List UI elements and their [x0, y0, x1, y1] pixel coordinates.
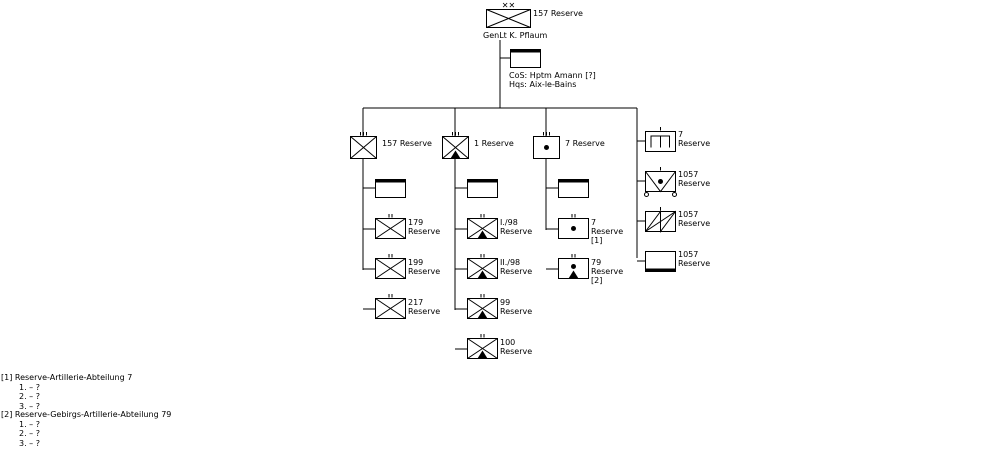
battalion-footnote-ref: [2] [591, 276, 603, 285]
support-unit-number: 1057 [678, 210, 699, 219]
regiment-staff-symbol [375, 179, 406, 198]
regiment-1-symbol [350, 132, 377, 159]
footnote-title: [1] Reserve-Artillerie-Abteilung 7 [1, 373, 133, 382]
wheel-icon [644, 192, 649, 197]
support-unit-supply-symbol [645, 251, 676, 272]
hq-bar [558, 179, 589, 183]
cross-line [467, 218, 498, 239]
battalion-designation: Reserve [408, 267, 441, 276]
support-unit-designation: Reserve [678, 179, 711, 188]
footnote-item: 3. – ? [19, 401, 40, 411]
footnote-1: [1] Reserve-Artillerie-Abteilung 7 1. – … [1, 373, 132, 411]
battalion-footnote-ref: [1] [591, 236, 603, 245]
battalion-designation: Reserve [408, 307, 441, 316]
battalion-symbol [375, 214, 406, 239]
lightning-icon [645, 210, 676, 233]
wheel-icon [672, 192, 677, 197]
regiment-staff-symbol [467, 179, 498, 198]
battalion-symbol [558, 254, 589, 279]
footnote-item: 1. – ? [19, 419, 40, 429]
size-marker: ✕✕ [502, 1, 515, 10]
staff-cos: CoS: Hptm Amann [?] [509, 71, 596, 80]
support-unit-number: 7 [678, 130, 684, 139]
support-unit-designation: Reserve [678, 219, 711, 228]
battalion-number: 100 [500, 338, 516, 347]
support-unit-signals-symbol [645, 207, 676, 233]
staff-hqs: Hqs: Aix-le-Bains [509, 80, 577, 89]
mountain-icon [450, 150, 461, 159]
battalion-number: 199 [408, 258, 424, 267]
battalion-designation: Reserve [500, 267, 533, 276]
cross-line [375, 258, 406, 279]
battalion-symbol [558, 214, 589, 239]
gun-dot-icon [658, 179, 663, 184]
footnote-item: 2. – ? [19, 429, 40, 438]
gun-dot-icon [571, 264, 576, 269]
division-name: 157 Reserve [533, 9, 583, 18]
battalion-designation: Reserve [500, 227, 533, 236]
footnote-title: [2] Reserve-Gebirgs-Artillerie-Abteilung… [1, 410, 172, 419]
gun-dot-icon [544, 145, 549, 150]
chevron-icon [645, 171, 676, 193]
battalion-number: 179 [408, 218, 424, 227]
battalion-symbol [467, 214, 498, 239]
battalion-symbol [467, 254, 498, 279]
regiment-name: 1 Reserve [474, 139, 514, 148]
footnote-item: 1. – ? [19, 382, 40, 392]
battalion-symbol [467, 334, 498, 359]
support-unit-anti-tank-symbol [644, 167, 677, 197]
regiment-3-symbol [533, 132, 560, 159]
support-unit-engineer-symbol [645, 127, 676, 152]
mountain-icon [477, 310, 488, 319]
battalion-designation: Reserve [591, 227, 624, 236]
hq-bar [467, 179, 498, 183]
cross-line [467, 258, 498, 279]
footnote-2: [2] Reserve-Gebirgs-Artillerie-Abteilung… [1, 410, 171, 448]
battalion-designation: Reserve [591, 267, 624, 276]
battalion-number: 7 [591, 218, 597, 227]
cross-line [442, 136, 469, 159]
battalion-number: 99 [500, 298, 511, 307]
battalion-number: I./98 [500, 218, 518, 227]
hq-bar [375, 179, 406, 183]
battalion-symbol [467, 294, 498, 319]
commander-name: GenLt K. Pflaum [483, 31, 548, 40]
battalion-number: II./98 [500, 258, 521, 267]
support-unit-number: 1057 [678, 250, 699, 259]
gun-dot-icon [571, 226, 576, 231]
battalion-designation: Reserve [408, 227, 441, 236]
regiment-name: 157 Reserve [382, 139, 432, 148]
cross-line [467, 298, 498, 319]
battalion-number: 217 [408, 298, 424, 307]
support-unit-number: 1057 [678, 170, 699, 179]
footnote-item: 2. – ? [19, 392, 40, 401]
footnote-item: 3. – ? [19, 438, 40, 448]
cross-line [486, 9, 531, 28]
support-unit-designation: Reserve [678, 259, 711, 268]
battalion-symbol [375, 254, 406, 279]
battalion-designation: Reserve [500, 347, 533, 356]
regiment-name: 7 Reserve [565, 139, 605, 148]
mountain-icon [477, 350, 488, 359]
mountain-icon [477, 270, 488, 279]
cross-line [375, 298, 406, 319]
division-symbol: ✕✕ [486, 1, 531, 28]
cross-line [350, 136, 377, 159]
support-unit-designation: Reserve [678, 139, 711, 148]
battalion-symbol [375, 294, 406, 319]
battalion-designation: Reserve [500, 307, 533, 316]
supply-bar [645, 268, 676, 272]
mountain-icon [568, 270, 579, 279]
staff-symbol [510, 49, 541, 68]
cross-line [467, 338, 498, 359]
regiment-2-symbol [442, 132, 469, 159]
battalion-number: 79 [591, 258, 602, 267]
hq-bar [510, 49, 541, 53]
mountain-icon [477, 230, 488, 239]
cross-line [375, 218, 406, 239]
regiment-staff-symbol [558, 179, 589, 198]
